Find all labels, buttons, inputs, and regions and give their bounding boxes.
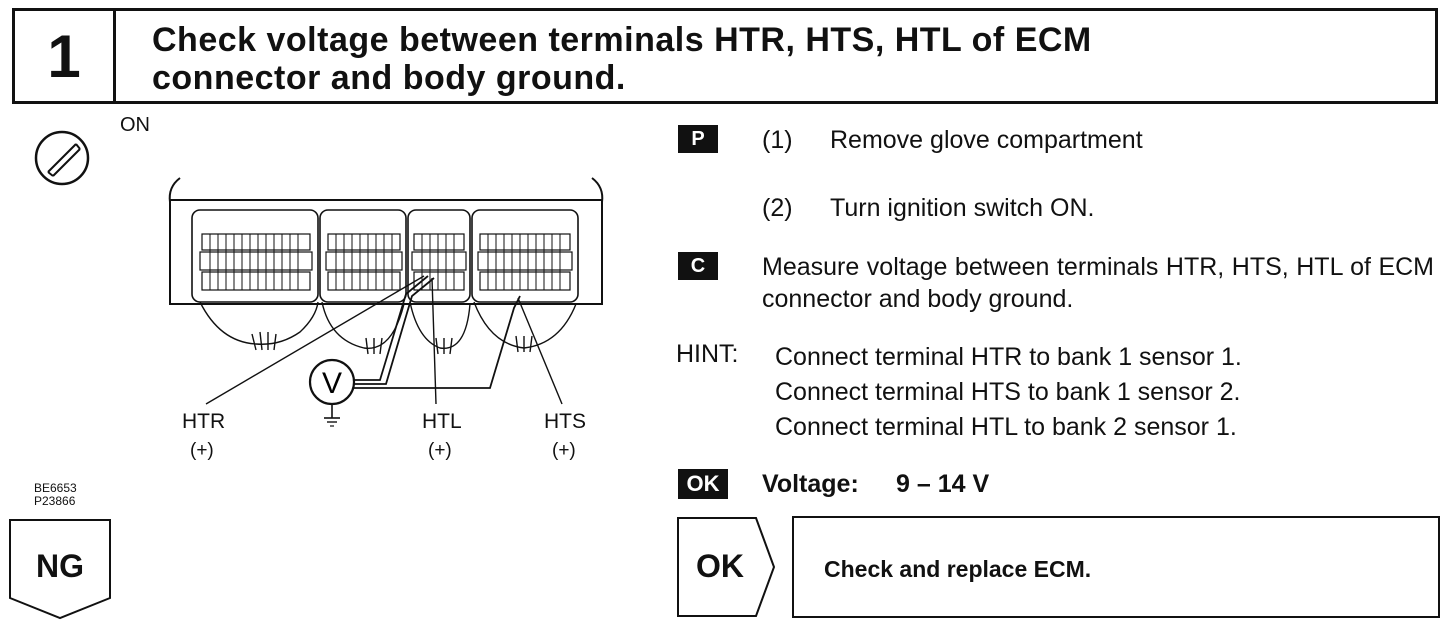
step-2-number: (2)	[762, 194, 793, 222]
voltage-label: Voltage:	[762, 470, 859, 498]
hts-label: HTS	[544, 410, 586, 433]
ok-outcome: OK	[676, 516, 776, 618]
ng-label: NG	[36, 548, 84, 584]
voltage-value: 9 – 14 V	[896, 470, 990, 498]
p-badge: P	[678, 125, 718, 153]
probe-leads	[354, 275, 521, 389]
ignition-on-label: ON	[120, 114, 150, 136]
ignition-key-icon	[34, 130, 90, 186]
step-title: Check voltage between terminals HTR, HTS…	[116, 11, 1092, 101]
htl-polarity: (+)	[428, 440, 452, 461]
hts-polarity: (+)	[552, 440, 576, 461]
terminal-pins	[199, 233, 573, 291]
step-1-number: (1)	[762, 126, 793, 154]
voltmeter-icon: V	[308, 358, 356, 427]
connector-illustration: V	[34, 130, 604, 427]
ok-result-text: Check and replace ECM.	[824, 556, 1092, 582]
figure-code-1: BE6653	[34, 481, 77, 495]
step-1-text: Remove glove compartment	[830, 126, 1143, 154]
step-number: 1	[15, 11, 116, 101]
hint-label: HINT:	[676, 340, 739, 368]
hint-line: Connect terminal HTR to bank 1 sensor 1.	[775, 343, 1242, 371]
figure-code-2: P23866	[34, 494, 76, 508]
voltmeter-symbol: V	[322, 367, 342, 400]
ok-badge: OK	[678, 469, 728, 499]
ng-outcome: NG	[8, 518, 112, 620]
hint-line: Connect terminal HTS to bank 1 sensor 2.	[775, 378, 1241, 406]
connector-blocks	[191, 209, 579, 303]
step-2-text: Turn ignition switch ON.	[830, 194, 1095, 222]
ecm-housing	[168, 177, 604, 305]
step-header: 1 Check voltage between terminals HTR, H…	[12, 8, 1438, 104]
c-badge: C	[678, 252, 718, 280]
measure-instruction: Measure voltage between terminals HTR, H…	[762, 253, 1434, 313]
hint-list: Connect terminal HTR to bank 1 sensor 1.…	[775, 340, 1242, 445]
htr-polarity: (+)	[190, 440, 214, 461]
hint-line: Connect terminal HTL to bank 2 sensor 1.	[775, 413, 1237, 441]
ecm-connector-diagram: V ON HTR (+) HTL (+) HTS (+)	[20, 112, 640, 512]
htl-label: HTL	[422, 410, 462, 433]
wire-harness	[199, 301, 577, 355]
ok-label: OK	[696, 548, 744, 584]
pin-dividers	[209, 234, 561, 290]
figure-code: BE6653 P23866	[34, 482, 77, 508]
title-line-2: connector and body ground.	[152, 59, 626, 97]
ok-pentagon-shape	[677, 517, 776, 617]
htr-label: HTR	[182, 410, 226, 433]
ng-pentagon-shape	[9, 519, 111, 620]
callout-lines	[205, 275, 563, 405]
title-line-1: Check voltage between terminals HTR, HTS…	[152, 21, 1092, 59]
ok-result-box: Check and replace ECM.	[792, 516, 1440, 618]
